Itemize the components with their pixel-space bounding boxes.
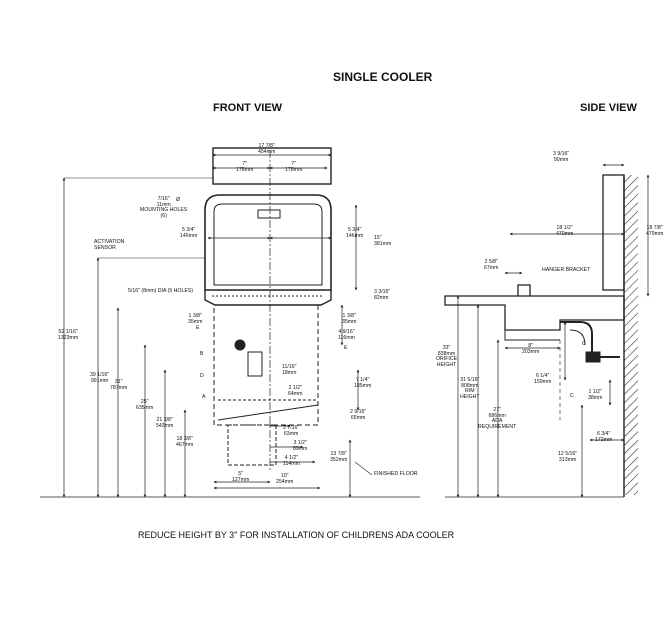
- side-letter-c-lower: C: [570, 393, 574, 399]
- filler-basin-outline: [204, 194, 332, 291]
- side-view-heading: SIDE VIEW: [580, 102, 637, 114]
- side-1-1-2-label: 1 1/2"38mm: [588, 389, 603, 401]
- dim-21-3-8-label: 21 3/8"543mm: [156, 417, 174, 429]
- letter-a: A: [202, 394, 206, 400]
- side-letter-c-upper: C: [582, 341, 586, 347]
- side-2-5-8-label: 2 5/8"67mm: [484, 259, 499, 271]
- dim-7-1-4-label: 7 1/4"185mm: [354, 377, 372, 389]
- side-18-1-2-label: 18 1/2"470mm: [556, 225, 574, 237]
- right-7-label: 7"178mm: [285, 161, 303, 173]
- dim-10-label: 10"254mm: [276, 473, 294, 485]
- dim-18-3-8-label: 18 3/8"467mm: [176, 436, 194, 448]
- dim-5-label: 5"127mm: [232, 471, 250, 483]
- dim-4-9-16-label: 4 9/16"116mm: [338, 329, 355, 341]
- wall-hatch: [624, 175, 638, 495]
- dim-11-16-label: 11/16"18mm: [282, 364, 297, 376]
- side-6-3-4-label: 6 3/4"172mm: [595, 431, 613, 443]
- right-1-3-8-label: 1 3/8"35mm: [342, 313, 357, 325]
- dim-2-9-16-label: 2 9/16"65mm: [350, 409, 367, 421]
- dim-15-label: 15"381mm: [374, 235, 392, 247]
- side-6-1-4-label: 6 1/4"159mm: [534, 373, 552, 385]
- dim-2-7-16-label: 2 7/16"63mm: [283, 425, 300, 437]
- front-view-heading: FRONT VIEW: [213, 102, 283, 114]
- dim-25-label: 25"635mm: [136, 399, 154, 411]
- side-cooler-body: [444, 295, 625, 331]
- mounting-dia-label: Ø: [176, 197, 181, 203]
- diagram-title: SINGLE COOLER: [333, 70, 433, 84]
- left-7-label: 7"178mm: [236, 161, 254, 173]
- side-12-5-16-label: 12 5/16"313mm: [558, 451, 578, 463]
- right-5-3-4-label: 5 3/4"146mm: [346, 227, 364, 239]
- side-filler-tower: [602, 174, 625, 291]
- left-5-3-4-label: 5 3/4"146mm: [180, 227, 198, 239]
- letter-e-right: E: [344, 345, 348, 351]
- letter-e-upper: E: [196, 325, 200, 331]
- cooler-bowl: [204, 290, 332, 306]
- bottle-filler-housing: [212, 147, 332, 185]
- holes-5-16-label: 5/16" (8mm) DIA (5 HOLES): [128, 288, 193, 294]
- overall-width-label: 17 7/8"454mm: [258, 143, 276, 155]
- footnote: REDUCE HEIGHT BY 3" FOR INSTALLATION OF …: [138, 530, 455, 540]
- hanger-bracket-label: HANGER BRACKET: [542, 267, 591, 273]
- finished-floor-label: FINISHED FLOOR: [374, 471, 418, 477]
- letter-b: B: [200, 351, 204, 357]
- dim-2-1-2-label: 2 1/2"64mm: [288, 385, 303, 397]
- side-18-7-8-label: 18 7/8"479mm: [646, 225, 664, 237]
- front-view-drawing: [40, 147, 420, 498]
- side-view-drawing: [444, 163, 650, 498]
- dim-4-1-2-label: 4 1/2"114mm: [283, 455, 300, 467]
- dim-31-label: 31"787mm: [110, 379, 128, 391]
- dim-39-label: 39 1/16"991mm: [90, 372, 110, 384]
- side-8-label: 8"203mm: [522, 343, 540, 355]
- dim-3-1-2-label: 3 1/2"89mm: [293, 440, 308, 452]
- dim-52-label: 52 1/16"1323mm: [58, 329, 79, 341]
- letter-d: D: [200, 373, 204, 379]
- dim-3-3-16-label: 3 3/16"82mm: [374, 289, 391, 301]
- left-1-3-8-label: 1 3/8"35mm: [188, 313, 203, 325]
- side-top-label: 3 9/16"90mm: [553, 151, 570, 163]
- dim-13-7-8-label: 13 7/8"352mm: [330, 451, 348, 463]
